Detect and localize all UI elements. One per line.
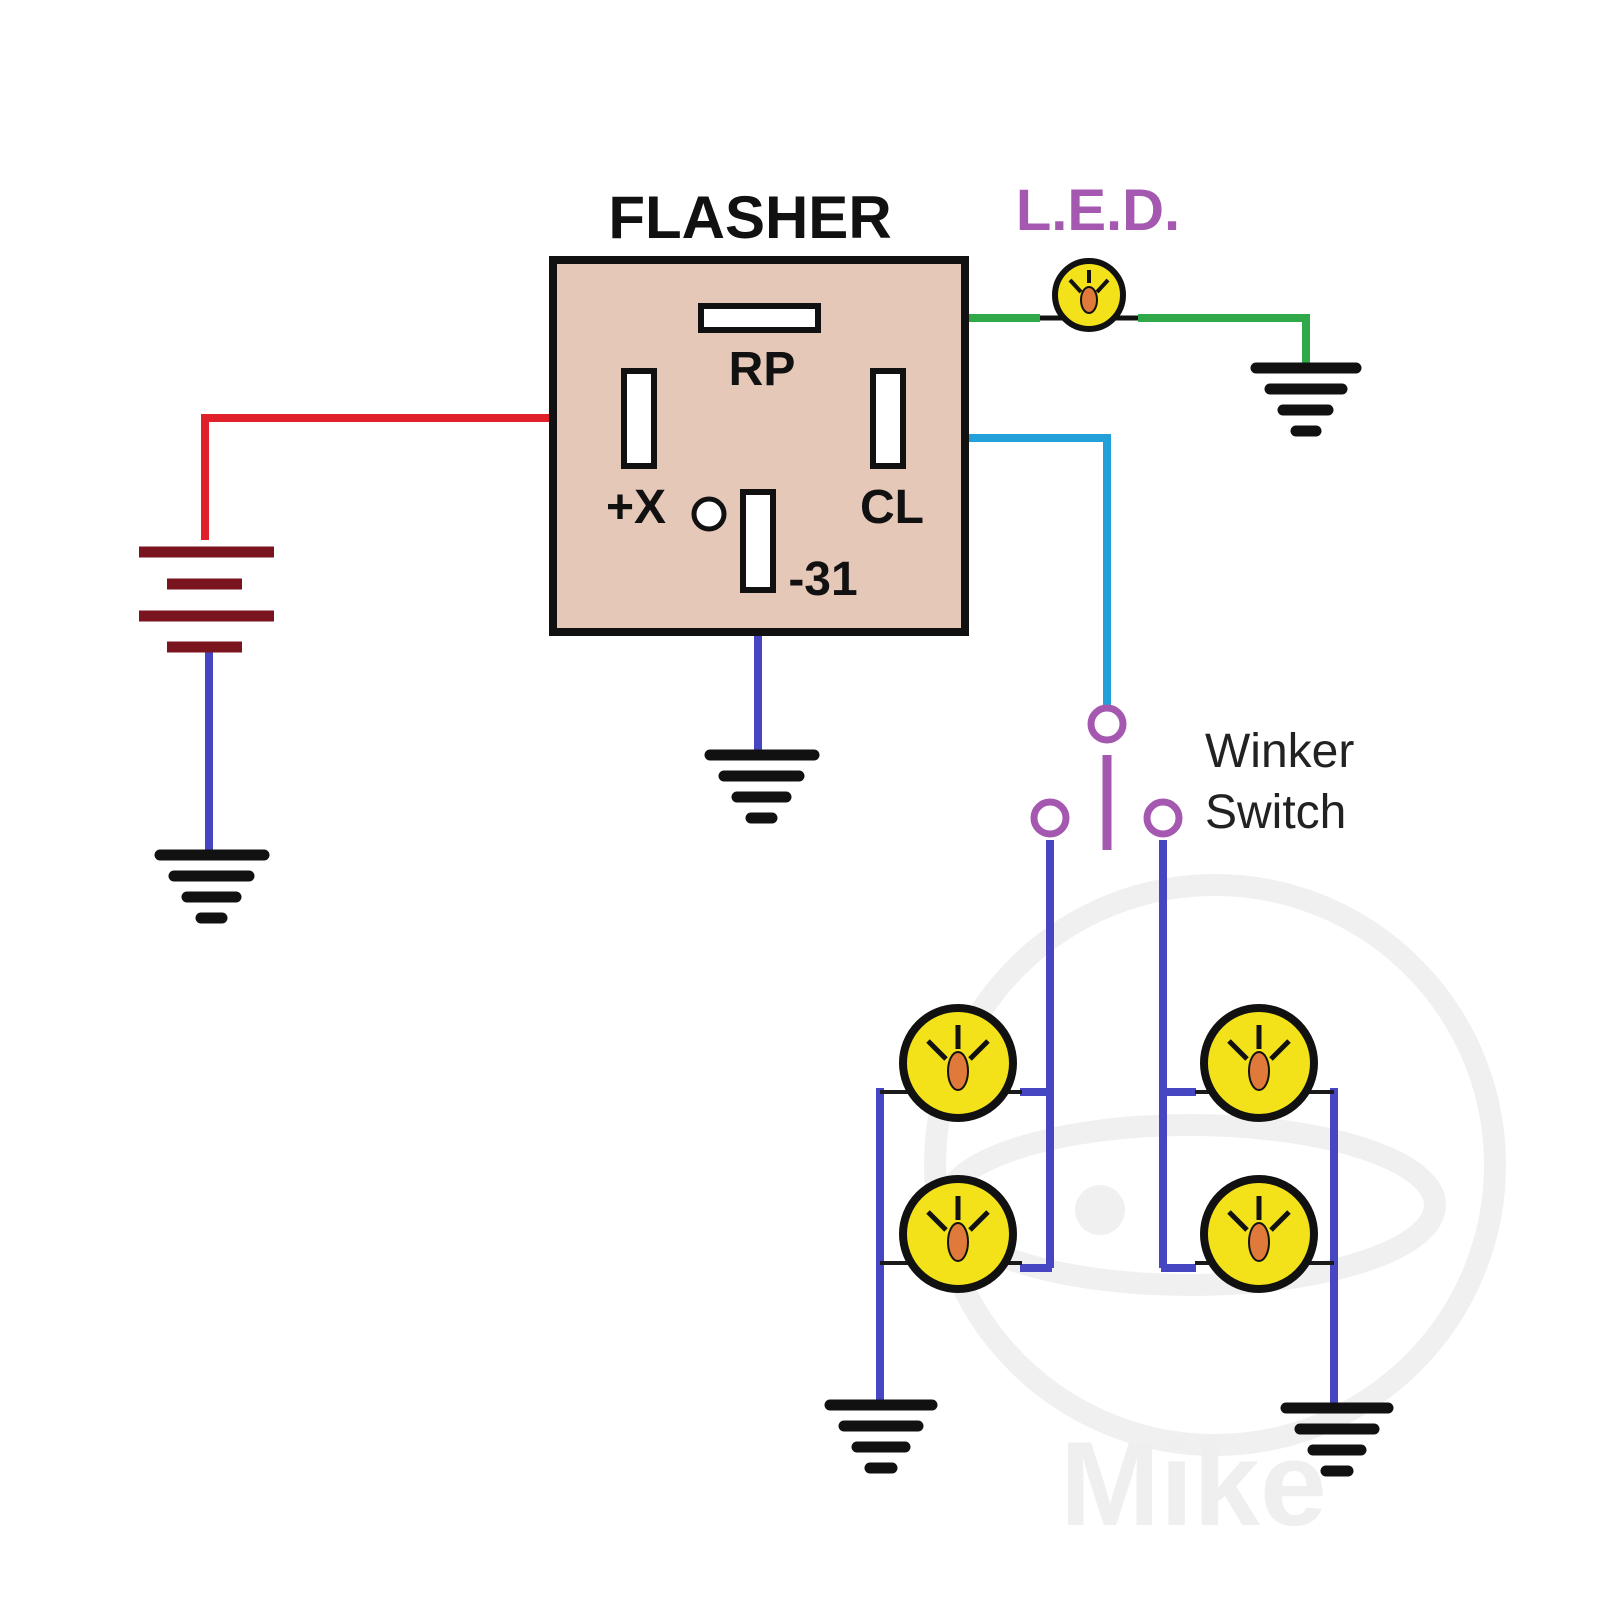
switch-label-line2: Switch xyxy=(1205,786,1346,839)
lamp-rear-right xyxy=(1195,1175,1318,1293)
watermark: Mike xyxy=(924,874,1506,1551)
right-lamps-ground-symbol xyxy=(1280,1402,1394,1477)
rp-label: RP xyxy=(729,343,796,396)
battery-positive-wire xyxy=(201,414,632,540)
cl-switch-wire xyxy=(905,434,1111,708)
battery-ground-symbol xyxy=(154,849,270,924)
led-label: L.E.D. xyxy=(1016,178,1180,243)
index-dot xyxy=(691,496,727,532)
switch-label-line1: Winker xyxy=(1205,725,1354,778)
led-ground-wire xyxy=(1138,314,1310,365)
left-lamps-ground-symbol xyxy=(824,1399,938,1474)
plus-x-pin xyxy=(621,368,657,469)
minus-31-pin xyxy=(740,489,776,593)
watermark-text: Mike xyxy=(1060,1417,1327,1551)
wires xyxy=(201,314,1338,1405)
lamp-front-left xyxy=(899,1004,1022,1122)
lamp-front-right xyxy=(1195,1004,1318,1122)
rp-pin xyxy=(698,303,821,333)
led-ground-symbol xyxy=(1250,362,1362,437)
switch-right-terminal xyxy=(1143,798,1183,838)
switch-left-terminal xyxy=(1030,798,1070,838)
flasher-ground-symbol xyxy=(704,749,820,824)
flasher-label: FLASHER xyxy=(608,184,891,251)
battery-symbol xyxy=(139,546,274,653)
switch-common-terminal xyxy=(1087,704,1127,744)
cl-pin xyxy=(870,368,906,469)
minus-31-label: -31 xyxy=(788,553,857,606)
lamp-rear-left xyxy=(899,1175,1022,1293)
flasher-relay: FLASHER RP +X CL -31 xyxy=(549,184,969,636)
led-indicator-lamp: L.E.D. xyxy=(1016,178,1180,332)
winker-switch xyxy=(1030,704,1183,850)
cl-label: CL xyxy=(860,481,924,534)
plus-x-label: +X xyxy=(606,481,666,534)
